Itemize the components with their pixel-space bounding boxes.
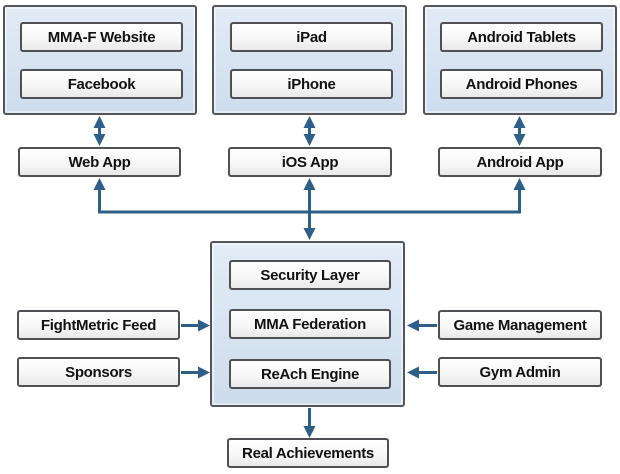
- arrowhead-up-android-app: [513, 178, 526, 190]
- node-android-phones: Android Phones: [440, 69, 603, 99]
- arrowhead-up-android-group: [513, 116, 526, 128]
- node-iphone: iPhone: [230, 69, 393, 99]
- arrowhead-up-ios-group: [303, 116, 316, 128]
- group-android-clients: Android Tablets Android Phones: [423, 5, 617, 115]
- arrowhead-down-core: [303, 228, 316, 240]
- node-ios-app: iOS App: [228, 147, 392, 177]
- node-game-management: Game Management: [438, 310, 602, 340]
- node-web-app: Web App: [18, 147, 181, 177]
- node-android-tablets: Android Tablets: [440, 22, 603, 52]
- arrowhead-left-game-management: [407, 319, 419, 332]
- arrowhead-up-web-app: [93, 178, 106, 190]
- node-gym-admin: Gym Admin: [438, 357, 602, 387]
- node-fightmetric-feed: FightMetric Feed: [17, 310, 180, 340]
- node-sponsors: Sponsors: [17, 357, 180, 387]
- node-security-layer: Security Layer: [229, 260, 391, 290]
- group-web-clients: MMA-F Website Facebook: [3, 5, 197, 115]
- node-mma-f-website: MMA-F Website: [20, 22, 183, 52]
- group-ios-clients: iPad iPhone: [212, 5, 407, 115]
- node-facebook: Facebook: [20, 69, 183, 99]
- bus-connector-line: [98, 189, 521, 214]
- arrowhead-right-sponsors: [198, 366, 210, 379]
- arrowhead-down-web-app: [93, 134, 106, 146]
- node-android-app: Android App: [438, 147, 602, 177]
- arrowhead-down-android-app: [513, 134, 526, 146]
- node-reach-engine: ReAch Engine: [229, 359, 391, 389]
- node-ipad: iPad: [230, 22, 393, 52]
- arrowhead-right-fightmetric: [198, 319, 210, 332]
- arrowhead-down-ios-app: [303, 134, 316, 146]
- arrowhead-left-gym-admin: [407, 366, 419, 379]
- node-real-achievements: Real Achievements: [227, 438, 389, 468]
- arrowhead-down-real-achievements: [303, 426, 316, 438]
- node-mma-federation: MMA Federation: [229, 309, 391, 339]
- arrowhead-up-ios-app: [303, 178, 316, 190]
- arrowhead-up-web-group: [93, 116, 106, 128]
- group-core-platform: Security Layer MMA Federation ReAch Engi…: [210, 241, 405, 407]
